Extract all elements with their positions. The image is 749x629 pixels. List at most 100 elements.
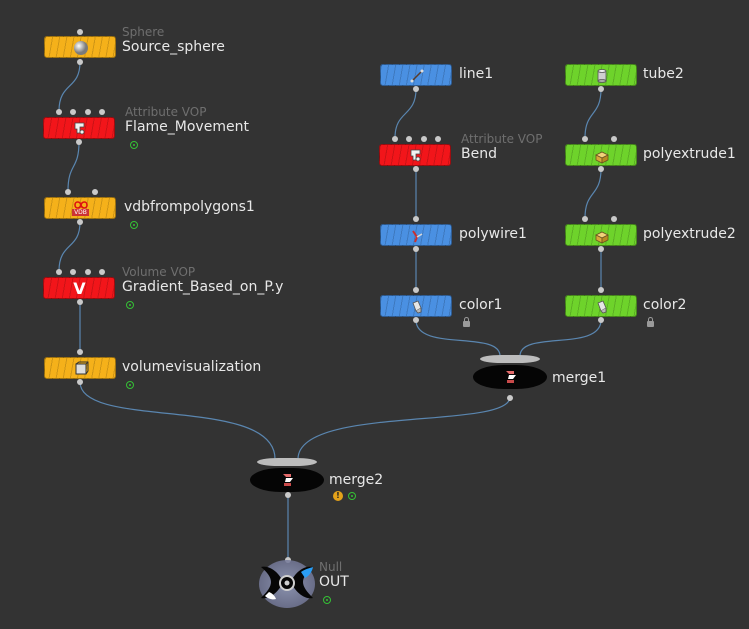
node-tile[interactable] — [44, 36, 116, 58]
input-connector[interactable] — [406, 136, 412, 142]
null-icon[interactable] — [257, 558, 317, 610]
input-connector[interactable] — [99, 269, 105, 275]
merge-icon — [502, 368, 519, 385]
node-tile[interactable] — [380, 64, 452, 86]
wire-tube-to-polyextrude1 — [584, 88, 602, 139]
volume-visualization-icon — [72, 360, 89, 377]
input-connector[interactable] — [92, 189, 98, 195]
node-name-label[interactable]: OUT — [319, 574, 349, 590]
input-connector[interactable] — [435, 136, 441, 142]
input-connector[interactable] — [70, 109, 76, 115]
wire-volvis-to-merge2 — [79, 381, 276, 460]
merge-input-bar[interactable] — [480, 355, 540, 363]
display-flag-icon[interactable] — [126, 381, 134, 389]
node-tile[interactable]: V — [43, 277, 115, 299]
input-connector[interactable] — [413, 216, 419, 222]
polywire-icon — [408, 227, 425, 244]
wire-sphere-to-flame — [58, 61, 81, 112]
output-connector[interactable] — [77, 59, 83, 65]
warning-icon[interactable]: ! — [333, 491, 343, 501]
color-icon — [408, 298, 425, 315]
output-connector[interactable] — [76, 139, 82, 145]
lock-icon[interactable] — [647, 317, 654, 327]
output-connector[interactable] — [285, 492, 291, 498]
node-name-label[interactable]: Flame_Movement — [125, 119, 249, 135]
input-connector[interactable] — [285, 557, 291, 563]
vop-icon — [407, 147, 424, 164]
wire-color2-to-merge1 — [519, 319, 602, 357]
output-connector[interactable] — [598, 317, 604, 323]
node-name-label[interactable]: merge1 — [552, 370, 607, 386]
polyextrude-icon — [593, 147, 610, 164]
node-type-label: Attribute VOP — [461, 132, 543, 146]
input-connector[interactable] — [611, 136, 617, 142]
input-connector[interactable] — [421, 136, 427, 142]
output-connector[interactable] — [413, 317, 419, 323]
lock-icon[interactable] — [463, 317, 470, 327]
node-name-label[interactable]: Gradient_Based_on_P.y — [122, 279, 284, 295]
display-flag-icon[interactable] — [323, 596, 331, 604]
node-name-label[interactable]: color1 — [459, 297, 503, 313]
node-name-label[interactable]: polywire1 — [459, 226, 527, 242]
node-tile[interactable] — [565, 295, 637, 317]
node-tile[interactable] — [565, 144, 637, 166]
node-name-label[interactable]: color2 — [643, 297, 687, 313]
input-connector[interactable] — [582, 136, 588, 142]
vdb-icon-text: VDB — [72, 209, 89, 216]
node-tile[interactable]: VDB — [44, 197, 116, 219]
input-connector[interactable] — [611, 216, 617, 222]
node-tile[interactable] — [473, 365, 547, 389]
input-connector[interactable] — [56, 269, 62, 275]
output-connector[interactable] — [413, 166, 419, 172]
input-connector[interactable] — [85, 269, 91, 275]
output-connector[interactable] — [598, 86, 604, 92]
input-connector[interactable] — [582, 216, 588, 222]
output-connector[interactable] — [507, 395, 513, 401]
polyextrude-icon — [593, 227, 610, 244]
input-connector[interactable] — [77, 29, 83, 35]
display-flag-icon[interactable] — [130, 141, 138, 149]
input-connector[interactable] — [56, 109, 62, 115]
node-name-label[interactable]: tube2 — [643, 66, 684, 82]
node-tile[interactable] — [380, 224, 452, 246]
node-name-label[interactable]: Bend — [461, 146, 497, 162]
node-name-label[interactable]: Source_sphere — [122, 39, 225, 55]
display-flag-icon[interactable] — [348, 492, 356, 500]
input-connector[interactable] — [598, 287, 604, 293]
node-name-label[interactable]: vdbfrompolygons1 — [124, 199, 255, 215]
input-connector[interactable] — [413, 287, 419, 293]
node-tile[interactable] — [44, 357, 116, 379]
node-tile[interactable] — [379, 144, 451, 166]
node-tile[interactable] — [565, 64, 637, 86]
node-tile[interactable] — [43, 117, 115, 139]
node-name-label[interactable]: line1 — [459, 66, 494, 82]
node-type-label: Volume VOP — [122, 265, 196, 279]
display-flag-icon[interactable] — [130, 221, 138, 229]
node-name-label[interactable]: polyextrude2 — [643, 226, 736, 242]
node-name-label[interactable]: volumevisualization — [122, 359, 262, 375]
output-connector[interactable] — [77, 299, 83, 305]
node-tile[interactable] — [250, 468, 324, 492]
output-connector[interactable] — [598, 166, 604, 172]
output-connector[interactable] — [598, 246, 604, 252]
output-connector[interactable] — [77, 379, 83, 385]
v-icon-text: V — [73, 278, 86, 298]
color-icon — [593, 298, 610, 315]
node-name-label[interactable]: polyextrude1 — [643, 146, 736, 162]
node-tile[interactable] — [565, 224, 637, 246]
input-connector[interactable] — [99, 109, 105, 115]
display-flag-icon[interactable] — [126, 301, 134, 309]
output-connector[interactable] — [413, 246, 419, 252]
merge-input-bar[interactable] — [257, 458, 317, 466]
input-connector[interactable] — [392, 136, 398, 142]
node-tile[interactable] — [380, 295, 452, 317]
input-connector[interactable] — [70, 269, 76, 275]
output-connector[interactable] — [413, 86, 419, 92]
wire-merge1-to-merge2 — [297, 396, 511, 460]
input-connector[interactable] — [85, 109, 91, 115]
node-name-label[interactable]: merge2 — [329, 472, 384, 488]
wire-polyextrude1-to-polyextrude2 — [584, 168, 602, 219]
input-connector[interactable] — [77, 349, 83, 355]
output-connector[interactable] — [77, 219, 83, 225]
input-connector[interactable] — [65, 189, 71, 195]
